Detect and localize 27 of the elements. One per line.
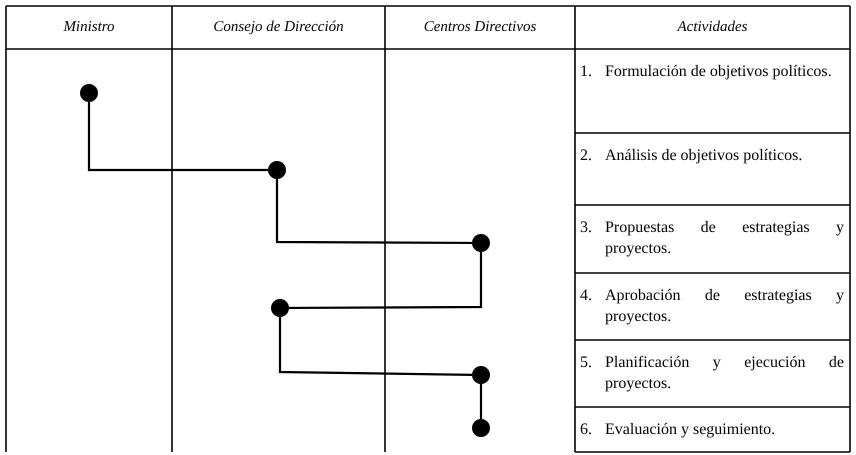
activity-text: Análisis de objetivos políticos. [605, 146, 804, 166]
dot-marker [80, 84, 98, 102]
connector-line [278, 317, 472, 376]
dot-marker [472, 366, 490, 384]
item-number: 4. [580, 286, 592, 306]
item-number: 3. [580, 218, 592, 238]
activity-text: Propuestas de estrategias y proyectos. [605, 218, 844, 259]
item-number: 2. [580, 146, 592, 166]
activity-text: Formulación de objetivos políticos. [605, 62, 833, 82]
dot-marker [472, 234, 490, 252]
column-header: Consejo de Dirección [212, 18, 345, 36]
connector-line [480, 384, 482, 419]
activity-text: Planificación y ejecución de proyectos. [605, 353, 844, 394]
column-header: Actividades [676, 18, 748, 36]
activity-text: Evaluación y seguimiento. [605, 420, 776, 440]
dot-marker [268, 161, 286, 179]
connector-line [276, 179, 472, 244]
item-number: 6. [580, 420, 592, 440]
column-header: Ministro [62, 18, 116, 36]
connector-line [289, 252, 482, 310]
item-number: 5. [580, 353, 592, 373]
item-number: 1. [580, 62, 592, 82]
dot-marker [472, 419, 490, 437]
column-header: Centros Directivos [422, 18, 538, 36]
connector-line [88, 102, 268, 172]
dot-marker [271, 299, 289, 317]
activity-text: Aprobación de estrategias y proyectos. [605, 286, 844, 327]
